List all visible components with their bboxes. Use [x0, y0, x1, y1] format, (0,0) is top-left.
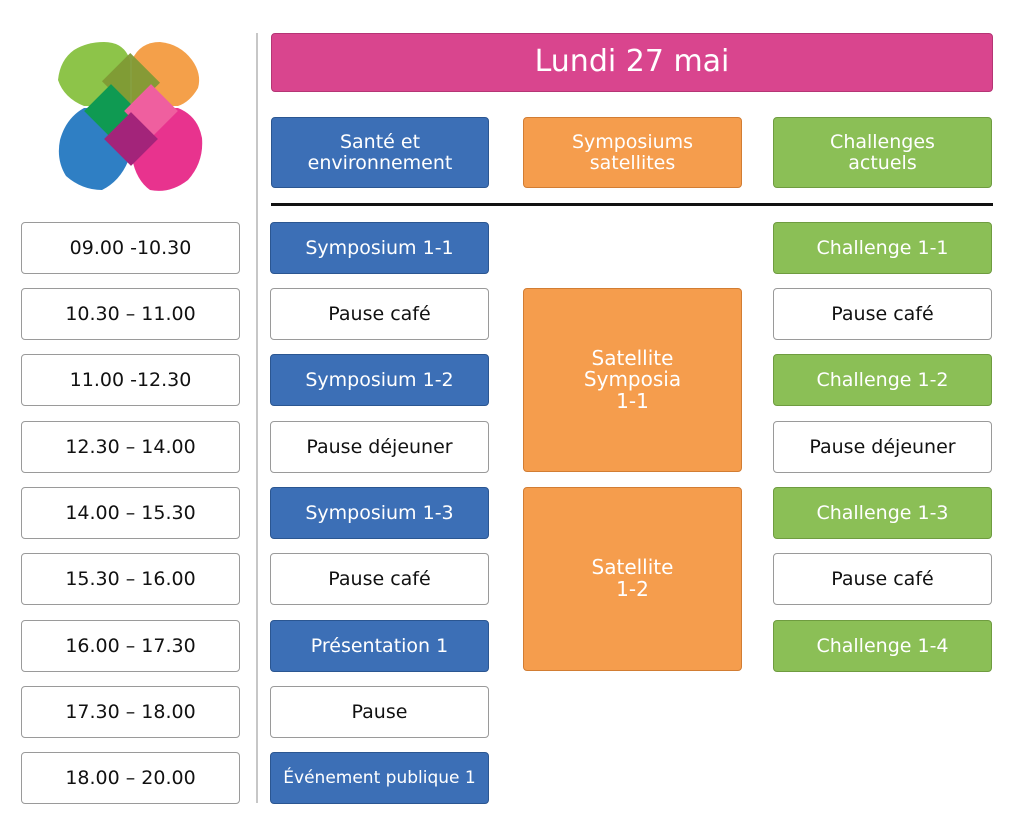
session-break: Pause café: [773, 288, 992, 340]
session-satellite-symposia-1-1[interactable]: Satellite Symposia 1-1: [523, 288, 742, 472]
track-header-sante: Santé et environnement: [271, 117, 489, 188]
session-symposium-1-3[interactable]: Symposium 1-3: [270, 487, 489, 539]
header-rule: [271, 203, 993, 206]
session-symposium-1-2[interactable]: Symposium 1-2: [270, 354, 489, 406]
session-presentation-1[interactable]: Présentation 1: [270, 620, 489, 672]
session-break: Pause café: [270, 553, 489, 605]
session-challenge-1-4[interactable]: Challenge 1-4: [773, 620, 992, 672]
time-slot: 14.00 – 15.30: [21, 487, 240, 539]
session-break: Pause café: [270, 288, 489, 340]
session-break: Pause café: [773, 553, 992, 605]
session-symposium-1-1[interactable]: Symposium 1-1: [270, 222, 489, 274]
track-header-satellites: Symposiums satellites: [523, 117, 742, 188]
time-slot: 09.00 -10.30: [21, 222, 240, 274]
time-slot: 18.00 – 20.00: [21, 752, 240, 804]
session-pause: Pause: [270, 686, 489, 738]
session-lunch: Pause déjeuner: [773, 421, 992, 473]
day-banner: Lundi 27 mai: [271, 33, 993, 92]
session-challenge-1-2[interactable]: Challenge 1-2: [773, 354, 992, 406]
time-slot: 17.30 – 18.00: [21, 686, 240, 738]
session-challenge-1-1[interactable]: Challenge 1-1: [773, 222, 992, 274]
session-satellite-1-2[interactable]: Satellite 1-2: [523, 487, 742, 671]
time-slot: 10.30 – 11.00: [21, 288, 240, 340]
time-slot: 16.00 – 17.30: [21, 620, 240, 672]
time-slot: 11.00 -12.30: [21, 354, 240, 406]
session-evenement-publique-1[interactable]: Événement publique 1: [270, 752, 489, 804]
track-header-challenges: Challenges actuels: [773, 117, 992, 188]
time-slot: 12.30 – 14.00: [21, 421, 240, 473]
logo: [58, 42, 203, 191]
session-challenge-1-3[interactable]: Challenge 1-3: [773, 487, 992, 539]
column-divider: [256, 33, 258, 803]
logo-overlap-purple: [104, 112, 158, 166]
time-slot: 15.30 – 16.00: [21, 553, 240, 605]
session-lunch: Pause déjeuner: [270, 421, 489, 473]
